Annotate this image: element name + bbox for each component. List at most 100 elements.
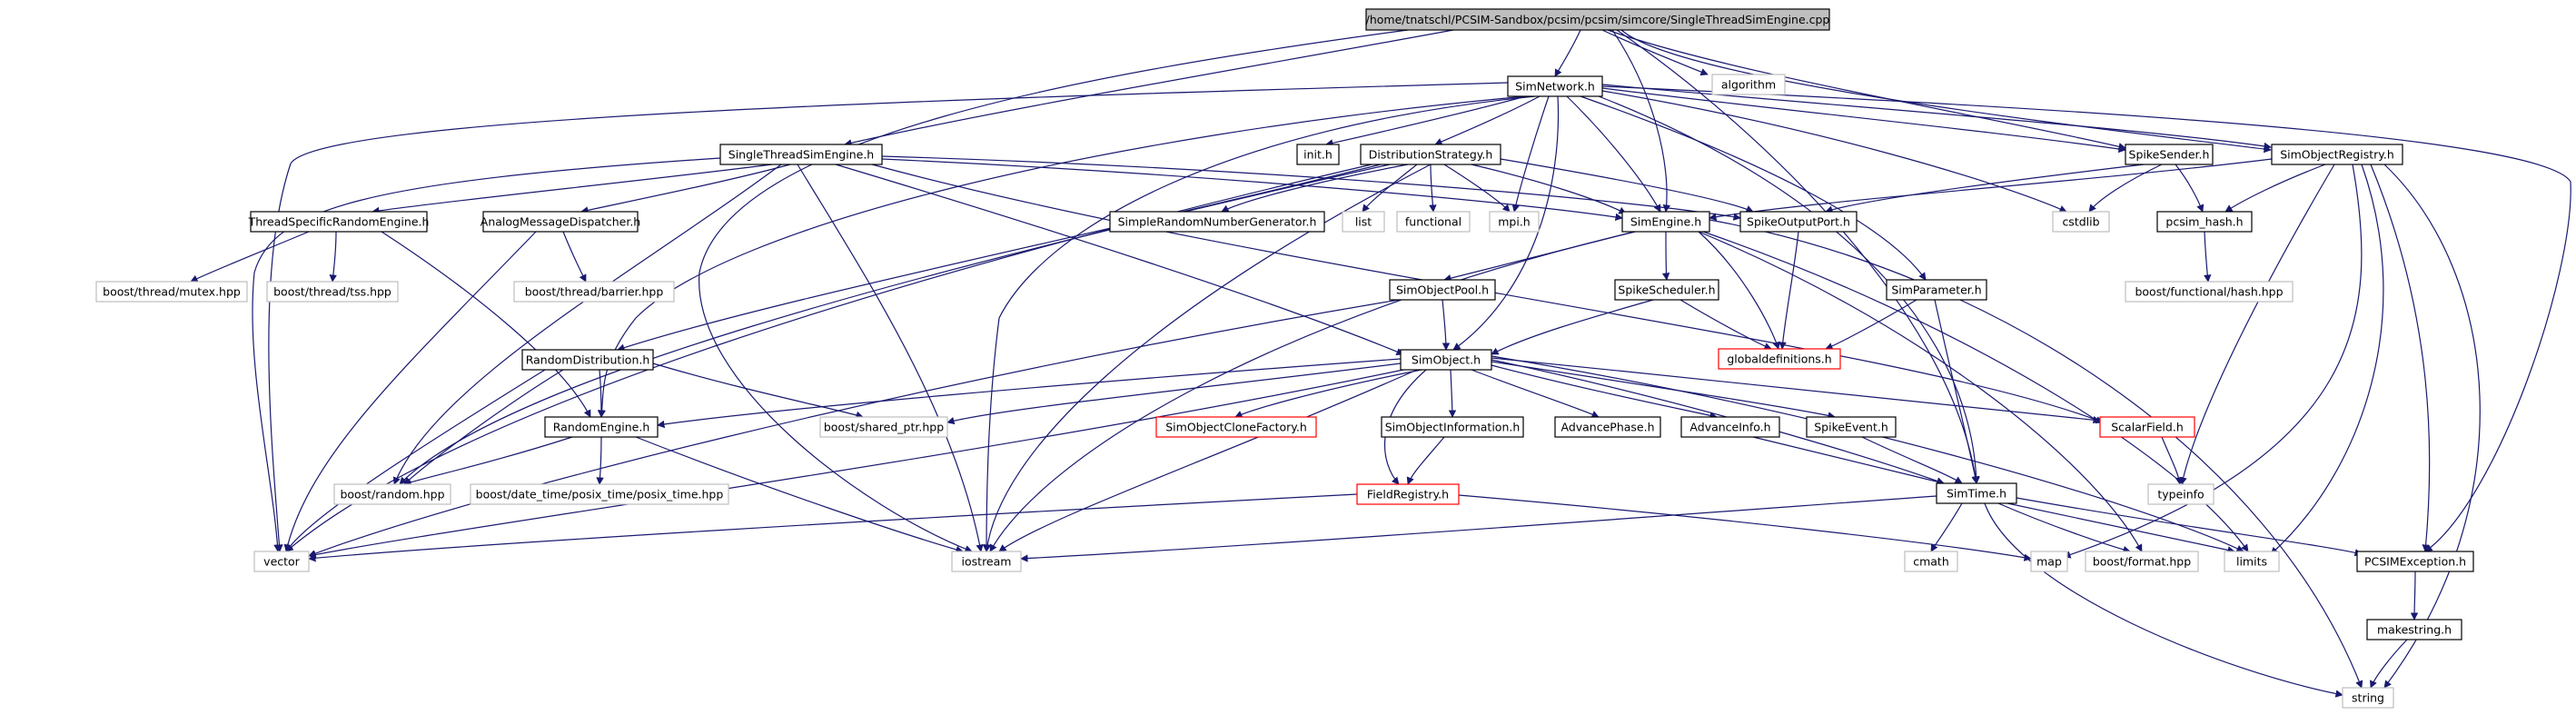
node-functional: functional — [1396, 211, 1471, 233]
node-label: boost/date_time/posix_time/posix_time.hp… — [476, 488, 724, 501]
edge-singlethread-to-iostream — [797, 164, 984, 552]
node-simengine[interactable]: SimEngine.h — [1621, 211, 1710, 233]
node-label: makestring.h — [2377, 623, 2452, 637]
node-simplerandom[interactable]: SimpleRandomNumberGenerator.h — [1109, 211, 1325, 233]
node-label: AnalogMessageDispatcher.h — [481, 215, 640, 229]
node-label: ScalarField.h — [2111, 421, 2184, 434]
node-pcsimhash[interactable]: pcsim_hash.h — [2156, 211, 2253, 233]
node-spikeevent[interactable]: SpikeEvent.h — [1806, 416, 1897, 438]
edge-distribution-to-list — [1362, 164, 1418, 213]
node-distribution[interactable]: DistributionStrategy.h — [1360, 144, 1501, 165]
edge-threadspecific-to-mutex — [190, 231, 310, 283]
edge-distribution-to-simengine — [1471, 164, 1627, 214]
node-box — [250, 211, 428, 233]
edge-simengine-to-iostream — [989, 231, 1636, 552]
node-simobject[interactable]: SimObject.h — [1400, 349, 1492, 371]
edge-root-to-iostream — [698, 29, 1409, 553]
edge-randomengine-to-boostrandom — [403, 436, 573, 486]
edge-simnetwork-to-simengine — [1566, 95, 1661, 213]
edge-threadspecific-to-randomengine — [381, 231, 591, 418]
node-singlethread[interactable]: SingleThreadSimEngine.h — [719, 144, 883, 165]
edge-singlethread-to-simengine — [881, 158, 1623, 222]
node-box — [2125, 144, 2214, 165]
node-simobjectpool[interactable]: SimObjectPool.h — [1389, 279, 1496, 301]
edge-simengine-to-format — [1698, 231, 2143, 552]
node-label: boost/random.hpp — [340, 488, 444, 501]
node-makestring[interactable]: makestring.h — [2366, 619, 2462, 641]
node-box — [1936, 482, 2017, 504]
node-pcsimexception[interactable]: PCSIMException.h — [2356, 551, 2474, 572]
edge-spikeevent-to-simtime — [1861, 436, 1963, 484]
edge-simnetwork-to-iostream — [982, 95, 1536, 552]
node-funchash: boost/functional/hash.hpp — [2125, 281, 2294, 303]
node-simobjectregistry[interactable]: SimObjectRegistry.h — [2271, 144, 2403, 165]
node-list: list — [1342, 211, 1385, 233]
edge-simengine-to-spikescheduler — [1661, 231, 1670, 281]
edge-simobjectregistry-to-string — [2383, 164, 2481, 689]
edge-singlethread-to-simobject — [835, 164, 1404, 355]
node-box — [1400, 349, 1492, 371]
edge-randomdistribution-to-boostrandom — [403, 369, 564, 485]
node-simtime[interactable]: SimTime.h — [1936, 482, 2017, 504]
node-label: SimObjectInformation.h — [1385, 421, 1521, 434]
node-label: SimTime.h — [1947, 487, 2006, 501]
node-spikescheduler[interactable]: SpikeScheduler.h — [1614, 279, 1719, 301]
edge-spikescheduler-to-simobject — [1491, 299, 1654, 355]
node-cmath: cmath — [1904, 551, 1958, 572]
node-box — [951, 551, 1022, 572]
node-box — [2271, 144, 2403, 165]
node-analogmsg[interactable]: AnalogMessageDispatcher.h — [481, 211, 640, 233]
edge-threadspecific-to-tss — [329, 231, 337, 283]
node-randomengine[interactable]: RandomEngine.h — [544, 416, 659, 438]
node-fieldregistry[interactable]: FieldRegistry.h — [1356, 483, 1460, 505]
node-box — [1360, 144, 1501, 165]
node-label: vector — [263, 555, 301, 569]
node-spikeoutputport[interactable]: SpikeOutputPort.h — [1739, 211, 1858, 233]
edge-singlethread-to-boostrandom — [392, 164, 782, 485]
edge-root-to-algorithm — [1601, 29, 1709, 76]
node-init[interactable]: init.h — [1296, 144, 1340, 165]
edge-simobject-to-objinfo — [1448, 369, 1457, 418]
node-advancephase[interactable]: AdvancePhase.h — [1554, 416, 1661, 438]
node-objinfo[interactable]: SimObjectInformation.h — [1381, 416, 1524, 438]
edge-spikesender-to-spikeoutputport — [1825, 164, 2145, 214]
edge-distribution-to-functional — [1429, 164, 1437, 213]
node-box — [333, 483, 451, 505]
node-box — [1614, 279, 1719, 301]
edge-simnetwork-to-distribution — [1434, 95, 1541, 145]
edge-makestring-to-string — [2370, 639, 2408, 689]
node-advanceinfo[interactable]: AdvanceInfo.h — [1680, 416, 1780, 438]
edge-simobject-to-advancephase — [1471, 369, 1600, 418]
node-map: map — [2030, 551, 2068, 572]
edge-randomdistribution-to-vector — [285, 369, 546, 552]
node-simparameter[interactable]: SimParameter.h — [1886, 279, 1987, 301]
node-box — [266, 281, 399, 303]
node-label: SimObject.h — [1412, 353, 1481, 367]
node-globaldefs[interactable]: globaldefinitions.h — [1718, 348, 1841, 370]
node-scalarfield[interactable]: ScalarField.h — [2099, 416, 2195, 438]
node-spikesender[interactable]: SpikeSender.h — [2125, 144, 2214, 165]
edge-simobject-to-spikeevent — [1491, 361, 1836, 420]
edge-objinfo-to-fieldregistry — [1406, 436, 1445, 485]
node-label: limits — [2236, 555, 2267, 569]
node-label: SpikeScheduler.h — [1618, 283, 1715, 297]
node-threadspecific[interactable]: ThreadSpecificRandomEngine.h — [248, 211, 430, 233]
node-simnetwork[interactable]: SimNetwork.h — [1507, 75, 1603, 97]
node-box — [1342, 211, 1385, 233]
node-cstdlib: cstdlib — [2052, 211, 2110, 233]
node-randomdistribution[interactable]: RandomDistribution.h — [521, 349, 654, 371]
edge-singlethread-to-analogmsg — [580, 164, 791, 214]
node-label: string — [2352, 691, 2384, 705]
edge-simnetwork-to-simparameter — [1580, 95, 1927, 281]
node-clonefactory[interactable]: SimObjectCloneFactory.h — [1155, 416, 1317, 438]
node-box — [1904, 551, 1958, 572]
node-box — [2156, 211, 2253, 233]
edge-simnetwork-to-simtime — [1598, 95, 1980, 484]
node-box — [513, 281, 675, 303]
edge-simobject-to-limits — [1491, 355, 2244, 552]
node-label: SimParameter.h — [1891, 283, 1981, 297]
node-box — [1109, 211, 1325, 233]
node-box — [2366, 619, 2462, 641]
edge-simtime-to-string — [1984, 502, 2343, 698]
